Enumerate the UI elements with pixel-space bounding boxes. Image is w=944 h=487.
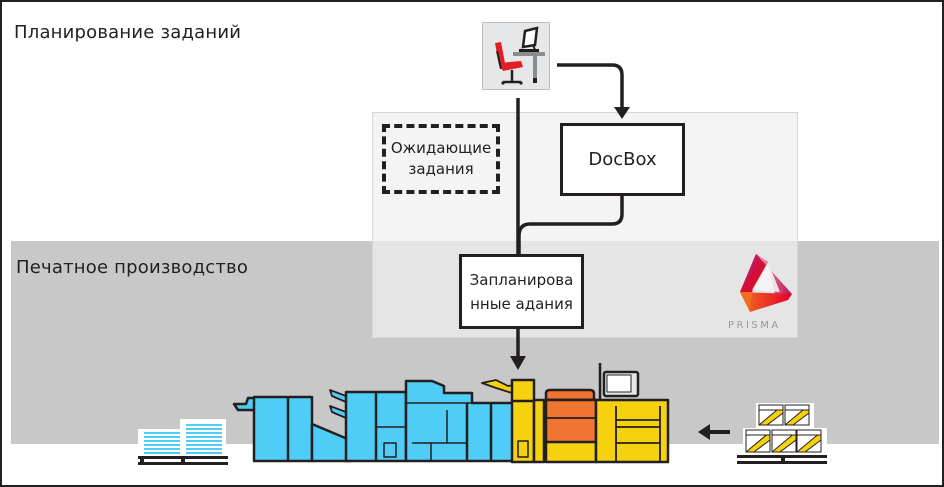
- chair-seat: [499, 61, 523, 71]
- docbox-node: DocBox: [560, 123, 685, 196]
- connector-docbox-scheduled: [517, 196, 624, 254]
- docbox-label: DocBox: [588, 149, 657, 170]
- arrow-left-icon: [698, 424, 730, 440]
- scheduled-jobs-node: Запланирова нные адания: [459, 254, 584, 329]
- waiting-jobs-line-2: задания: [408, 160, 474, 178]
- production-zone-label: Печатное производство: [16, 257, 249, 278]
- printed-output-stack-icon: [138, 419, 228, 465]
- arrowhead-to-printer: [510, 356, 526, 370]
- production-printer-icon: [232, 363, 670, 464]
- paper-supply-pallet-icon: [737, 403, 827, 464]
- waiting-jobs-node: Ожидающие задания: [382, 124, 500, 194]
- chair-back: [495, 42, 505, 65]
- connector-workstation-docbox: [557, 63, 624, 108]
- workstation-icon: [482, 22, 550, 90]
- waiting-jobs-line-1: Ожидающие: [390, 139, 492, 157]
- prisma-logo-text: PRISMA: [728, 320, 781, 331]
- prisma-logo-icon: [740, 254, 792, 312]
- planning-zone-label: Планирование заданий: [14, 22, 242, 43]
- scheduled-jobs-line-2: нные адания: [470, 294, 573, 313]
- arrowhead-to-docbox: [614, 107, 630, 119]
- scheduled-jobs-line-1: Запланирова: [469, 270, 574, 289]
